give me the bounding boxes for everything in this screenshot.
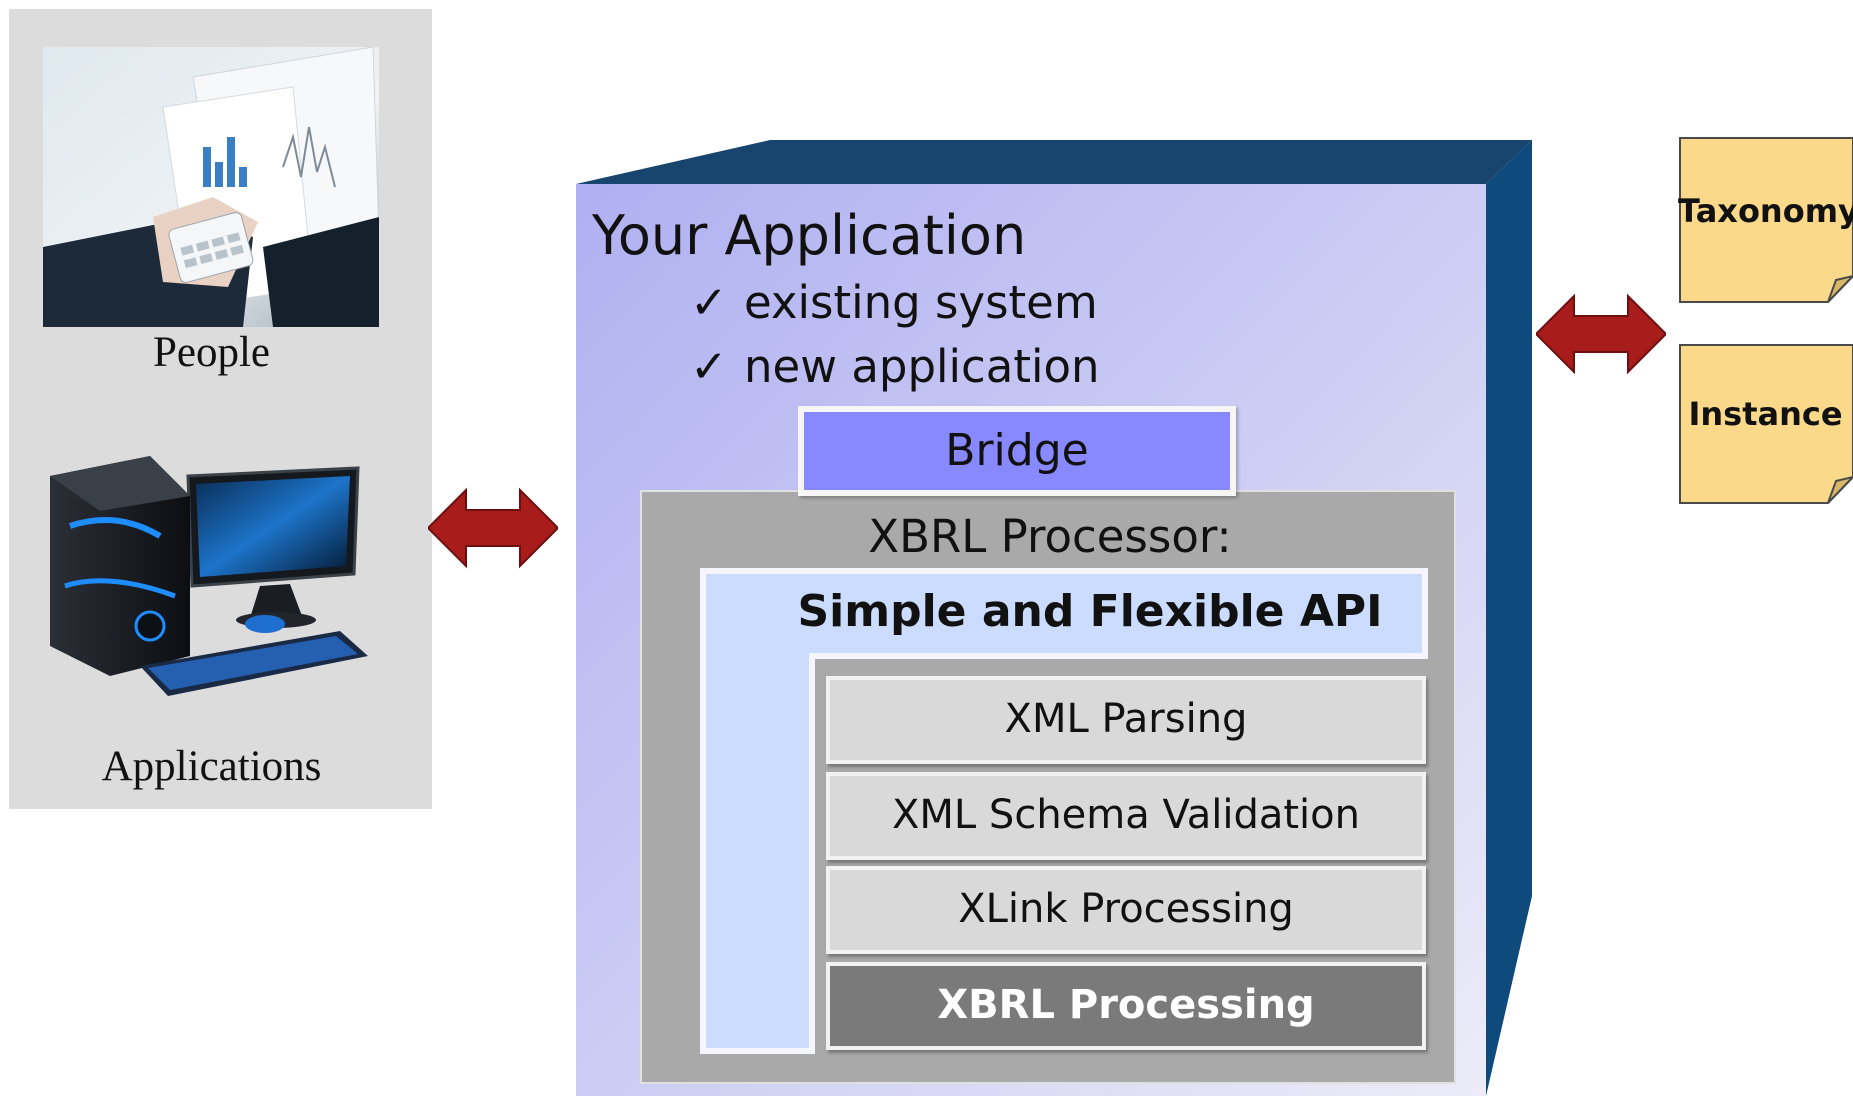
- people-label: People: [152, 329, 271, 376]
- taxonomy-note: Taxonomy: [1678, 136, 1853, 304]
- layer-xbrl-processing: XBRL Processing: [826, 962, 1426, 1050]
- layer-xml-parsing: XML Parsing: [826, 676, 1426, 764]
- computer-image: [40, 456, 380, 730]
- xbrl-processor-label: XBRL Processor:: [868, 510, 1232, 563]
- double-arrow-right: [1536, 293, 1666, 375]
- bridge-box: Bridge: [798, 406, 1236, 496]
- layer-xml-schema-validation: XML Schema Validation: [826, 772, 1426, 860]
- check-icon: ✓: [690, 340, 728, 393]
- checklist-item-label: new application: [744, 340, 1100, 393]
- double-arrow-left: [428, 487, 558, 569]
- taxonomy-label: Taxonomy: [1678, 192, 1853, 230]
- people-photo: [43, 47, 379, 327]
- box-side-face: [1486, 140, 1532, 1096]
- layer-xlink-processing: XLink Processing: [826, 866, 1426, 954]
- note-shape: [1679, 344, 1853, 504]
- checklist-item: ✓ existing system: [690, 276, 1098, 329]
- checklist-item: ✓ new application: [690, 340, 1100, 393]
- instance-label: Instance: [1688, 395, 1843, 433]
- check-icon: ✓: [690, 276, 728, 329]
- people-image: [43, 47, 379, 327]
- api-layer-shape: [700, 568, 1428, 1054]
- note-shape: [1679, 137, 1853, 303]
- application-title: Your Application: [592, 204, 1027, 267]
- box-top-face: [576, 140, 1532, 184]
- applications-label: Applications: [101, 743, 322, 790]
- instance-note: Instance: [1678, 343, 1853, 511]
- checklist-item-label: existing system: [744, 276, 1098, 329]
- api-label: Simple and Flexible API: [797, 586, 1383, 637]
